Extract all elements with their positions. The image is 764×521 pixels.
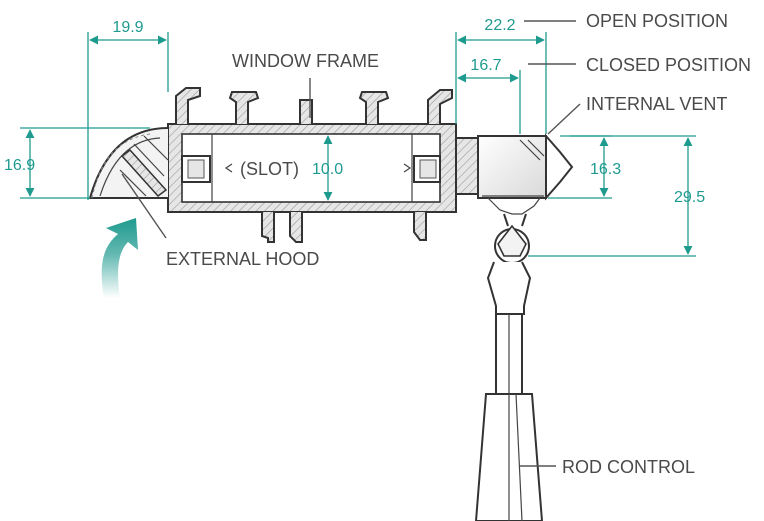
rod-control-label: ROD CONTROL	[562, 457, 695, 477]
open-depth-value: 22.2	[484, 17, 515, 34]
open-position-label: OPEN POSITION	[586, 11, 728, 31]
window-frame-label: WINDOW FRAME	[232, 51, 379, 71]
slot-label: (SLOT)	[240, 159, 299, 179]
dimension-vent-total-height: 29.5	[528, 135, 705, 257]
dimension-hood-height: 16.9	[4, 127, 150, 199]
hood-louvres	[119, 135, 169, 198]
vent-total-height-value: 29.5	[674, 189, 705, 206]
external-hood-label: EXTERNAL HOOD	[166, 249, 319, 269]
internal-vent-label: INTERNAL VENT	[586, 94, 727, 114]
vent-height-value: 16.3	[590, 161, 621, 178]
hood-height-value: 16.9	[4, 157, 35, 174]
dimension-open-depth: 22.2	[455, 17, 547, 134]
closed-depth-value: 16.7	[470, 57, 501, 74]
slot-height-value: 10.0	[312, 161, 343, 178]
rod-control	[474, 261, 544, 521]
window-frame	[167, 87, 457, 243]
dimension-vent-height: 16.3	[548, 135, 621, 199]
dimension-slot-height: 10.0	[312, 135, 343, 201]
closed-position-label: CLOSED POSITION	[586, 55, 751, 75]
internal-vent	[455, 133, 574, 264]
dimension-hood-width: 19.9	[87, 19, 169, 200]
curved-arrow-icon	[101, 218, 138, 298]
hood-width-value: 19.9	[112, 19, 143, 36]
dimension-closed-depth: 16.7	[457, 57, 521, 134]
external-hood	[88, 127, 169, 199]
